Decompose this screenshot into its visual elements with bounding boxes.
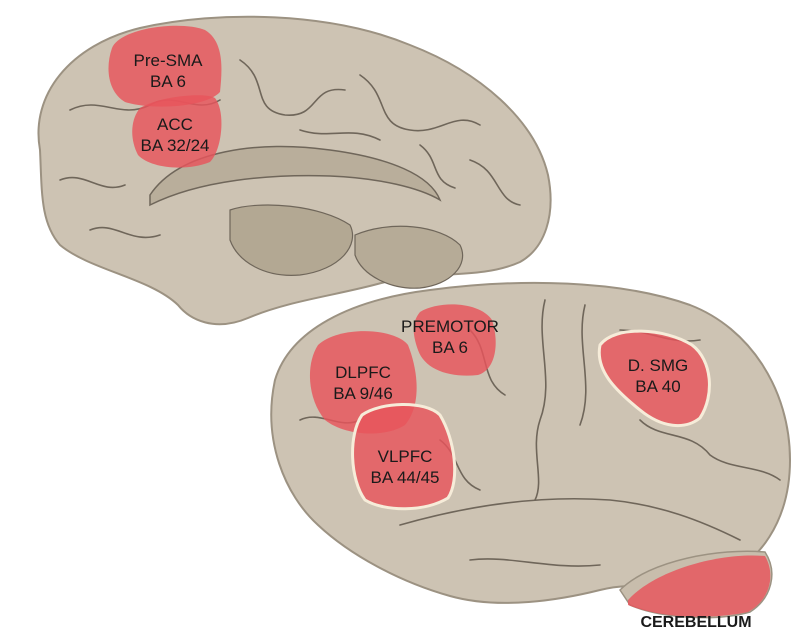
- pre-sma-area: BA 6: [134, 71, 203, 92]
- dlpfc-area: BA 9/46: [333, 383, 393, 404]
- dlpfc-name: DLPFC: [333, 362, 393, 383]
- dsmg-label: D. SMG BA 40: [628, 355, 688, 397]
- acc-area: BA 32/24: [140, 135, 209, 156]
- vlpfc-area: BA 44/45: [370, 467, 439, 488]
- vlpfc-name: VLPFC: [370, 446, 439, 467]
- dlpfc-label: DLPFC BA 9/46: [333, 362, 393, 404]
- pre-sma-label: Pre-SMA BA 6: [134, 50, 203, 92]
- cerebellum-name: CEREBELLUM: [640, 612, 751, 633]
- acc-name: ACC: [140, 114, 209, 135]
- premotor-name: PREMOTOR: [401, 316, 499, 337]
- premotor-label: PREMOTOR BA 6: [401, 316, 499, 358]
- dsmg-area: BA 40: [628, 376, 688, 397]
- premotor-area: BA 6: [401, 337, 499, 358]
- dsmg-name: D. SMG: [628, 355, 688, 376]
- pre-sma-name: Pre-SMA: [134, 50, 203, 71]
- vlpfc-label: VLPFC BA 44/45: [370, 446, 439, 488]
- cerebellum-label: CEREBELLUM: [640, 612, 751, 633]
- acc-label: ACC BA 32/24: [140, 114, 209, 156]
